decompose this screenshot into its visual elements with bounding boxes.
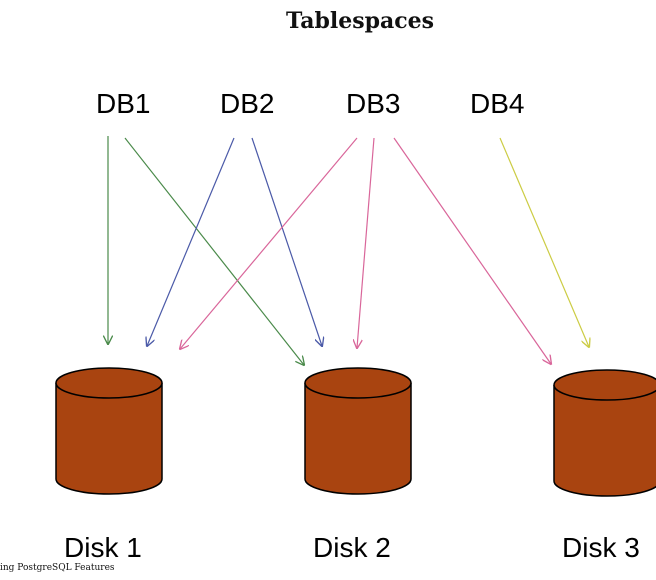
arrow-db3-disk3 [393, 137, 551, 364]
db4-label: DB4 [470, 88, 525, 119]
arrow-db4-disk3 [499, 137, 589, 347]
arrow-db3-disk1 [180, 137, 358, 349]
db2-label: DB2 [220, 88, 275, 119]
diagram-title: Tablespaces [285, 8, 435, 34]
arrow-db3-disk2 [357, 137, 375, 348]
db1-label: DB1 [96, 88, 151, 119]
disk3-cylinder-icon [553, 369, 656, 497]
disk2-label: Disk 2 [313, 532, 391, 563]
disk1-cylinder-icon [55, 367, 163, 495]
disk3-label: Disk 3 [562, 532, 640, 563]
disk2-cylinder-icon [304, 367, 412, 495]
db3-label: DB3 [346, 88, 401, 119]
arrow-db2-disk1 [147, 137, 235, 346]
footer-caption: ing PostgreSQL Features [0, 563, 115, 573]
disk1-label: Disk 1 [64, 532, 142, 563]
arrow-db2-disk2 [251, 137, 322, 346]
arrow-db1-disk2 [124, 137, 304, 365]
